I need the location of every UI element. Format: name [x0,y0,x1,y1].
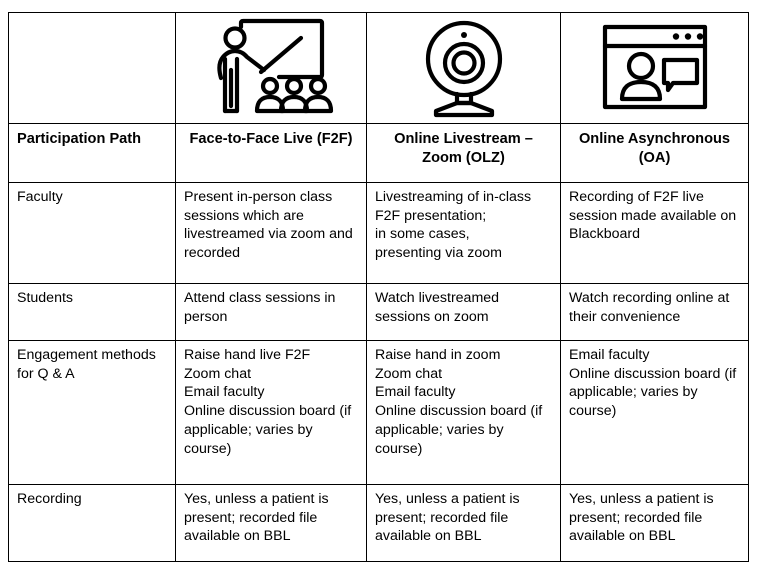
participation-path-table-page: Participation Path Face-to-Face Live (F2… [8,12,749,562]
cell-faculty-f2f: Present in-person class sessions which a… [175,182,367,284]
line: Raise hand live F2F [184,347,311,363]
line: Watch livestreamed sessions on zoom [375,290,504,325]
cell-students-f2f: Attend class sessions in person [175,283,367,341]
browser-video-chat-icon [561,14,748,122]
webcam-icon [367,14,560,122]
line: Zoom chat [184,365,252,382]
icon-cell-f2f [175,12,367,124]
icon-cell-olz [366,12,561,124]
classroom-teacher-icon [176,14,366,122]
header-participation-path: Participation Path [8,123,176,183]
icon-cell-empty [8,12,176,124]
row-label-students: Students [8,283,176,341]
header-f2f: Face-to-Face Live (F2F) [175,123,367,183]
cell-recording-olz: Yes, unless a patient is present; record… [366,484,561,562]
cell-engagement-f2f: Raise hand live F2F Zoom chat Email facu… [175,340,367,485]
cell-recording-oa: Yes, unless a patient is present; record… [560,484,749,562]
line: in some cases, [375,226,470,243]
header-oa: Online Asynchronous (OA) [560,123,749,183]
row-label-recording: Recording [8,484,176,562]
line: Online discussion board (if applicable; … [569,365,741,420]
line: Online discussion board (if applicable; … [184,403,356,457]
line: Zoom chat [375,365,443,382]
participation-path-matrix: Participation Path Face-to-Face Live (F2… [8,12,749,562]
cell-engagement-olz: Raise hand in zoom Zoom chat Email facul… [366,340,561,485]
table-row: Students Attend class sessions in person… [8,283,749,341]
header-olz: Online Livestream – Zoom (OLZ) [366,123,561,183]
table-row: Engagement methods for Q & A Raise hand … [8,340,749,485]
cell-students-oa: Watch recording online at their convenie… [560,283,749,341]
cell-faculty-olz: Livestreaming of in-class F2F presentati… [366,182,561,284]
header-row: Participation Path Face-to-Face Live (F2… [8,123,749,183]
cell-faculty-oa: Recording of F2F live session made avail… [560,182,749,284]
icon-cell-oa [560,12,749,124]
table-row: Recording Yes, unless a patient is prese… [8,484,749,562]
line: Yes, unless a patient is present; record… [375,491,524,545]
line: presenting via zoom [375,245,502,262]
line: Livestreaming of in-class [375,189,532,205]
line: Email faculty [569,347,650,363]
row-label-faculty: Faculty [8,182,176,284]
line: F2F presentation; [375,207,487,224]
cell-recording-f2f: Yes, unless a patient is present; record… [175,484,367,562]
cell-engagement-oa: Email faculty Online discussion board (i… [560,340,749,485]
line: Email faculty [184,384,265,401]
row-label-engagement: Engagement methods for Q & A [8,340,176,485]
line: Raise hand in zoom [375,347,501,363]
icon-row [8,12,749,124]
line: Online discussion board (if applicable; … [375,403,547,457]
line: Email faculty [375,384,456,401]
table-row: Faculty Present in-person class sessions… [8,182,749,284]
cell-students-olz: Watch livestreamed sessions on zoom [366,283,561,341]
